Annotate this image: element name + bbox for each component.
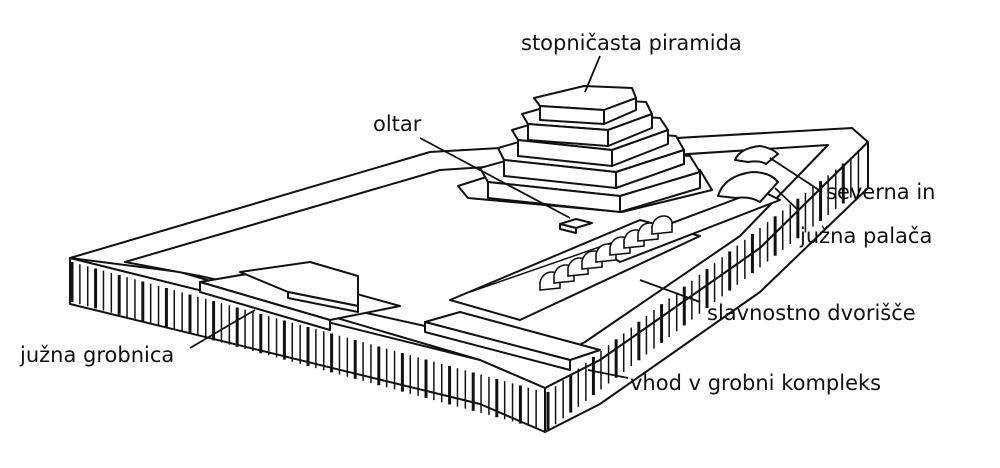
festival-court-chapels [539,215,673,291]
leader-lines [189,55,823,379]
label-palaces-line2: južna palača [799,224,932,248]
label-step-pyramid: stopničasta piramida [521,31,742,55]
label-entrance: vhod v grobni kompleks [630,371,881,395]
south-tomb-building [199,261,401,331]
label-altar: oltar [373,112,422,136]
label-palaces-line1: severna in [826,180,935,204]
chapel [651,215,673,235]
wall-niches-side [546,151,860,430]
altar-block [559,218,593,234]
label-south-tomb: južna grobnica [19,343,174,367]
label-festival-court: slavnostno dvorišče [707,301,916,325]
north-palace [734,145,779,165]
south-palace [717,171,779,203]
step-pyramid [457,85,713,213]
entrance-hall-block [424,311,601,371]
wall-niches-front [70,262,537,428]
